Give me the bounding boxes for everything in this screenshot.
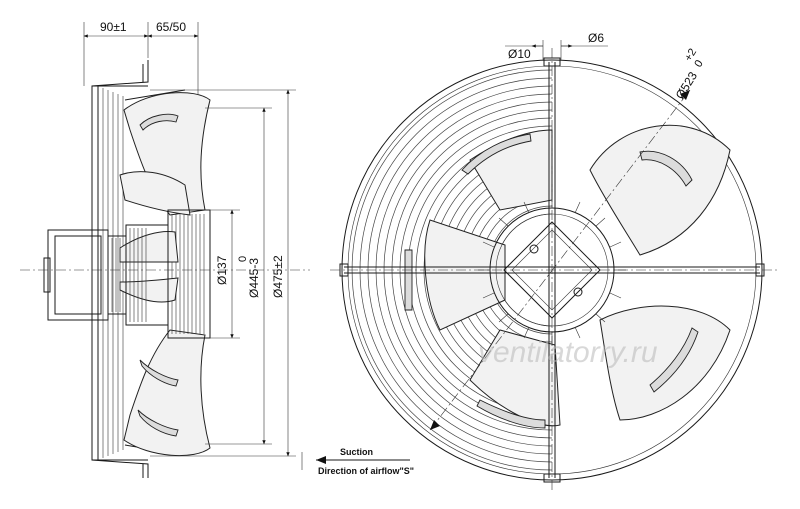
dim-outer-label: Ø475±2 bbox=[271, 255, 285, 298]
dim-hub-label: Ø137 bbox=[215, 255, 229, 285]
side-top-dimensions: 90±1 65/50 bbox=[83, 20, 199, 95]
watermark: ventilatorry.ru bbox=[478, 336, 658, 369]
dim-tol-top-label: 0 bbox=[237, 256, 249, 262]
side-blade-upper bbox=[119, 92, 211, 216]
front-diagonal bbox=[429, 89, 691, 431]
dim-depth-label: 90±1 bbox=[100, 20, 127, 34]
dim-hole-b-label: Ø6 bbox=[588, 31, 604, 45]
side-view: 90±1 65/50 Ø137 0 Ø445-3 Ø475±2 Suction … bbox=[20, 20, 414, 478]
airflow-legend: Suction Direction of airflow"S" bbox=[301, 447, 414, 476]
front-blades bbox=[404, 124, 731, 429]
front-top-dimensions: Ø10 Ø6 bbox=[505, 31, 608, 61]
side-rotor bbox=[119, 209, 211, 339]
dim-mount-tol-upper: +2 bbox=[682, 47, 699, 64]
airflow-label: Direction of airflow"S" bbox=[318, 466, 414, 476]
side-blade-lower bbox=[123, 329, 211, 457]
side-right-dimensions: Ø137 0 Ø445-3 Ø475±2 bbox=[150, 89, 296, 457]
dim-inner-label: Ø445-3 bbox=[247, 258, 261, 298]
side-motor-box bbox=[43, 224, 169, 326]
front-view: Ø10 Ø6 Ø523 +2 0 ventilatorry.ru bbox=[330, 31, 778, 492]
suction-label: Suction bbox=[340, 447, 373, 457]
dim-offset-label: 65/50 bbox=[156, 20, 186, 34]
dim-mount-tol-lower: 0 bbox=[692, 58, 705, 70]
dim-mount-label: Ø523 bbox=[673, 69, 701, 102]
dim-hole-a-label: Ø10 bbox=[508, 47, 531, 61]
